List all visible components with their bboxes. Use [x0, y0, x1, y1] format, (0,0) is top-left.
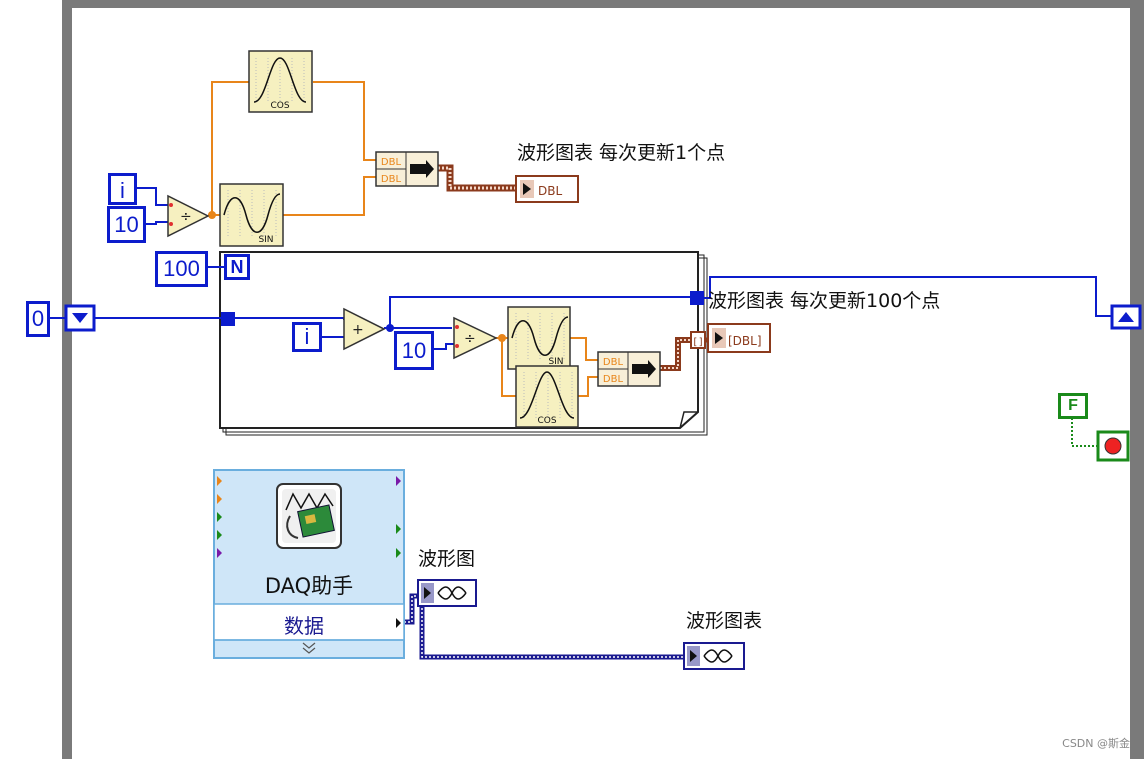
svg-text:÷: ÷ — [180, 209, 192, 225]
chart-top-type: DBL — [538, 184, 562, 198]
waveform-graph-terminal[interactable] — [417, 579, 477, 607]
chart-loop-type: [DBL] — [728, 334, 762, 348]
cosine-function[interactable]: COS — [248, 50, 313, 113]
wire-i-to-divide — [137, 187, 168, 206]
wire-tunnel-to-shift-register — [704, 276, 1112, 317]
divide-function[interactable]: ÷ — [167, 194, 210, 238]
wire-false-to-stop — [1071, 418, 1098, 447]
wire-cos-to-bundle — [313, 81, 376, 161]
svg-text:+: + — [352, 322, 364, 338]
label-waveform-graph: 波形图 — [418, 548, 476, 570]
waveform-chart-100pt-terminal[interactable]: [DBL] — [707, 323, 771, 353]
svg-text:÷: ÷ — [464, 331, 476, 347]
bundle-loop-dbl-1: DBL — [603, 357, 624, 368]
bundle-function-loop[interactable]: DBL DBL — [597, 351, 661, 387]
bundle-dbl-1: DBL — [381, 157, 402, 168]
for-loop-page-corner — [679, 411, 698, 429]
waveform-chart-1pt-terminal[interactable]: DBL — [515, 175, 579, 203]
wire-junction-add — [386, 324, 394, 332]
wire-cos-to-bundle-loop — [578, 376, 598, 397]
add-function[interactable]: + — [343, 307, 386, 351]
bundle-function[interactable]: DBL DBL — [375, 151, 439, 187]
daq-data-output[interactable]: 数据 — [284, 614, 324, 638]
wire-10-to-divide — [146, 221, 168, 225]
loop-tunnel-right — [690, 291, 704, 305]
constant-100[interactable]: 100 — [155, 251, 208, 287]
iteration-terminal-loop[interactable]: i — [292, 322, 322, 352]
svg-text:[]: [] — [692, 337, 704, 348]
wire-sin-to-bundle-loop — [570, 337, 598, 361]
wire-daq-to-chart — [418, 601, 684, 660]
shift-register-left[interactable] — [64, 304, 96, 332]
waveform-chart-terminal[interactable] — [683, 642, 745, 670]
stop-terminal[interactable] — [1096, 430, 1130, 462]
wire-sin-to-bundle — [283, 176, 376, 216]
label-chart-100pt: 波形图表 每次更新100个点 — [708, 290, 941, 312]
while-loop-frame-left — [62, 0, 72, 759]
iteration-terminal-top[interactable]: i — [108, 173, 137, 205]
constant-zero[interactable]: 0 — [26, 301, 50, 337]
wire-junction-loop — [498, 334, 506, 342]
bundle-dbl-2: DBL — [381, 174, 402, 185]
daq-card-icon — [276, 483, 342, 549]
loop-tunnel-left — [221, 312, 235, 326]
daq-assistant-express-vi[interactable] — [213, 469, 405, 659]
wire-daq-to-graph-outer — [404, 593, 418, 625]
wire-divide-to-cos-loop — [501, 338, 516, 397]
divide-function-loop[interactable]: ÷ — [453, 316, 498, 360]
cos-loop-label: COS — [537, 416, 556, 426]
while-loop-frame-top — [62, 0, 1144, 8]
sin-top-label: SIN — [258, 235, 273, 245]
cosine-function-loop[interactable]: COS — [515, 365, 579, 428]
constant-10-top[interactable]: 10 — [107, 206, 146, 243]
label-waveform-chart: 波形图表 — [686, 610, 763, 632]
wire-junction — [208, 211, 216, 219]
loop-count-terminal[interactable]: N — [224, 254, 250, 280]
bundle-loop-dbl-2: DBL — [603, 374, 624, 385]
watermark: CSDN @斯金 — [1062, 737, 1130, 750]
daq-assistant-title: DAQ助手 — [264, 574, 354, 598]
constant-10-loop[interactable]: 10 — [394, 331, 434, 370]
sine-function[interactable]: SIN — [219, 183, 284, 247]
expand-chevron-icon[interactable] — [302, 642, 316, 654]
sine-function-loop[interactable]: SIN — [507, 306, 571, 370]
shift-register-right[interactable] — [1110, 304, 1142, 330]
wire-add-to-right-tunnel — [389, 296, 692, 328]
while-loop-frame-right — [1130, 0, 1144, 759]
false-constant[interactable]: F — [1058, 393, 1088, 419]
cos-top-label: COS — [270, 101, 289, 111]
label-chart-1pt: 波形图表 每次更新1个点 — [517, 142, 726, 164]
sin-loop-label: SIN — [548, 357, 563, 367]
wire-10-to-divide-loop — [434, 343, 454, 350]
